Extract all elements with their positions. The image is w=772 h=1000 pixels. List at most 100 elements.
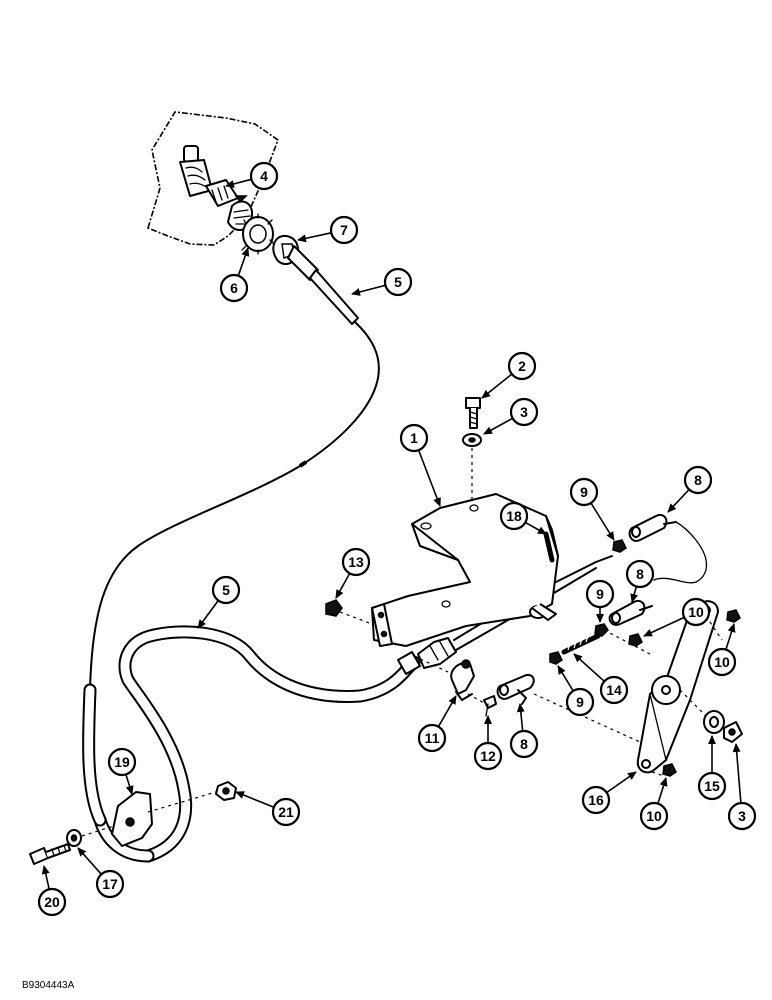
callout-leader bbox=[297, 232, 332, 243]
callout-8: 8 bbox=[509, 703, 539, 759]
callout-label: 8 bbox=[694, 472, 702, 488]
callout-label: 5 bbox=[394, 274, 402, 290]
callout-circle bbox=[417, 723, 447, 753]
callout-circle bbox=[37, 887, 67, 917]
callout-12: 12 bbox=[473, 715, 503, 771]
callout-circle bbox=[509, 397, 539, 427]
spacer bbox=[529, 603, 557, 621]
callout-leader bbox=[573, 653, 605, 682]
lock-nut bbox=[723, 721, 743, 743]
callout-leader bbox=[557, 665, 574, 692]
callout-label: 4 bbox=[260, 168, 268, 184]
callout-label: 9 bbox=[596, 586, 604, 602]
callout-label: 5 bbox=[222, 582, 230, 598]
callout-leader bbox=[197, 600, 219, 629]
callout-label: 19 bbox=[114, 754, 130, 770]
callout-leader bbox=[437, 695, 457, 728]
callout-label: 8 bbox=[636, 566, 644, 582]
callout-1: 1 bbox=[399, 423, 441, 507]
lower-clamp bbox=[111, 791, 153, 847]
callout-leader bbox=[351, 284, 386, 296]
callout-circle bbox=[639, 801, 669, 831]
lower-nut bbox=[215, 781, 237, 801]
callout-label: 7 bbox=[340, 222, 348, 238]
cable-sleeve-upper bbox=[287, 245, 359, 325]
callout-19: 19 bbox=[107, 747, 137, 795]
callout-circle bbox=[499, 501, 529, 531]
callout-17: 17 bbox=[77, 847, 125, 899]
callout-14: 14 bbox=[573, 653, 629, 705]
callout-label: 20 bbox=[44, 894, 60, 910]
callout-6: 6 bbox=[219, 247, 250, 303]
rod-end-upper bbox=[628, 514, 708, 584]
nut-10-mid bbox=[628, 633, 643, 647]
callout-leader bbox=[590, 502, 615, 541]
threaded-rod bbox=[561, 633, 601, 655]
callout-2: 2 bbox=[481, 351, 537, 399]
callout-leader bbox=[417, 449, 441, 507]
callout-label: 14 bbox=[606, 682, 622, 698]
callout-circle bbox=[107, 747, 137, 777]
roll-pin bbox=[543, 531, 555, 563]
callout-label: 9 bbox=[580, 484, 588, 500]
callout-10: 10 bbox=[643, 597, 711, 637]
nut-9-lower bbox=[549, 651, 563, 665]
callout-circle bbox=[599, 675, 629, 705]
callout-label: 10 bbox=[688, 604, 704, 620]
callout-label: 2 bbox=[518, 358, 526, 374]
callout-16: 16 bbox=[581, 771, 637, 815]
callout-18: 18 bbox=[499, 501, 547, 535]
callout-label: 15 bbox=[704, 778, 720, 794]
callout-leader bbox=[630, 586, 639, 603]
callout-4: 4 bbox=[225, 161, 279, 191]
callout-11: 11 bbox=[417, 695, 457, 753]
lower-bolt bbox=[29, 843, 71, 865]
callout-leader bbox=[481, 373, 513, 399]
callout-leader bbox=[225, 178, 252, 188]
washer-top bbox=[462, 433, 482, 447]
callout-circle bbox=[211, 575, 241, 605]
callout-leader bbox=[643, 616, 685, 637]
callout-label: 9 bbox=[576, 694, 584, 710]
callout-circle bbox=[219, 273, 249, 303]
callout-circle bbox=[249, 161, 279, 191]
callout-leader bbox=[516, 703, 525, 732]
callout-label: 13 bbox=[348, 554, 364, 570]
callout-circle bbox=[383, 267, 413, 297]
lower-washer bbox=[66, 829, 82, 847]
callout-label: 3 bbox=[738, 808, 746, 824]
mounting-bracket bbox=[371, 493, 559, 647]
nut-10-upper bbox=[726, 609, 741, 623]
callout-circle bbox=[707, 647, 737, 677]
callout-9: 9 bbox=[569, 477, 615, 541]
callout-21: 21 bbox=[235, 791, 301, 827]
callout-leader bbox=[77, 847, 102, 875]
callout-8: 8 bbox=[625, 559, 655, 603]
callout-leader bbox=[667, 488, 690, 513]
callout-label: 6 bbox=[230, 280, 238, 296]
callout-label: 1 bbox=[410, 430, 418, 446]
nut-13 bbox=[325, 599, 343, 617]
callout-circle bbox=[683, 465, 713, 495]
callout-leader bbox=[732, 743, 742, 804]
bolt-top bbox=[465, 397, 481, 429]
callout-10: 10 bbox=[707, 623, 737, 677]
callout-circle bbox=[569, 477, 599, 507]
callout-circle bbox=[697, 771, 727, 801]
rod-end-mid bbox=[608, 600, 653, 626]
callout-leader bbox=[237, 247, 250, 276]
callout-circle bbox=[473, 741, 503, 771]
callout-leader bbox=[41, 865, 50, 890]
callout-circle bbox=[95, 869, 125, 899]
callout-circle bbox=[271, 797, 301, 827]
callout-circle bbox=[509, 729, 539, 759]
callout-label: 11 bbox=[425, 730, 440, 746]
flat-washer bbox=[703, 710, 725, 734]
callout-circle bbox=[329, 215, 359, 245]
lock-washer bbox=[241, 213, 275, 255]
callout-9: 9 bbox=[557, 665, 595, 717]
clamp-bolt bbox=[483, 695, 497, 717]
callout-10: 10 bbox=[639, 777, 669, 831]
callout-5: 5 bbox=[197, 575, 241, 629]
